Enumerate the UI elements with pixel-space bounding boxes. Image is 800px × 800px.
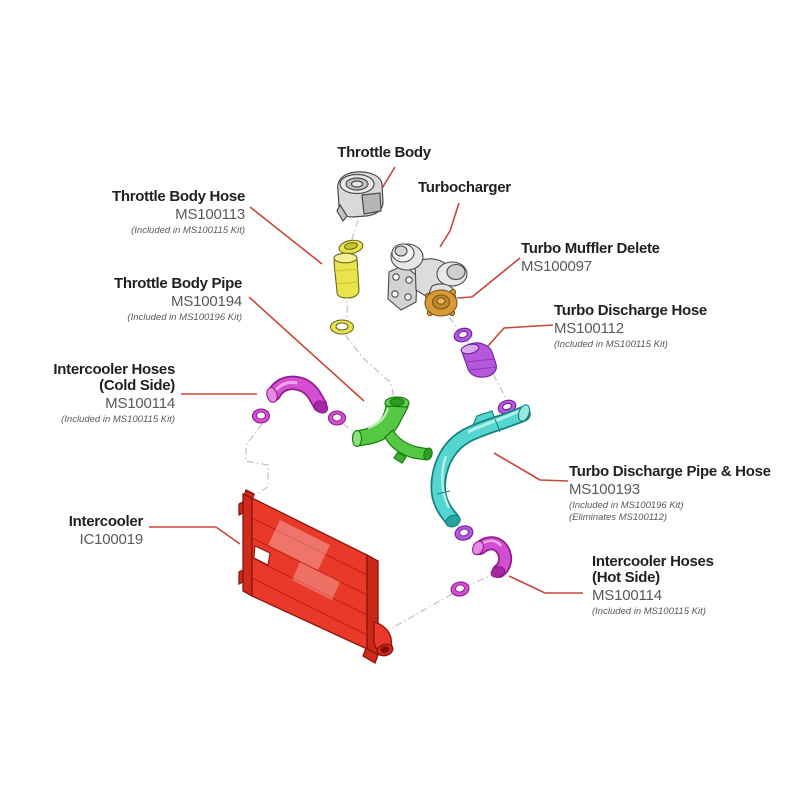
kit-note: (Included in MS100115 Kit)	[61, 413, 175, 425]
leader-turbo-discharge-hose	[487, 324, 554, 347]
turbo-discharge-hose-part	[453, 327, 498, 378]
leader-intercooler	[149, 526, 241, 545]
part-number: MS100114	[105, 395, 175, 413]
throttle-body-part	[336, 171, 384, 223]
kit-note: (Included in MS100115 Kit)	[131, 224, 245, 236]
leader-throttle-body	[380, 166, 396, 191]
label-title: Turbo Discharge Pipe & Hose	[569, 463, 771, 480]
label-throttle-body: Throttle Body	[296, 144, 472, 161]
label-title: Turbo Muffler Delete	[521, 240, 660, 257]
part-number: MS100113	[175, 206, 245, 224]
intercooler-hoses-hot-part	[450, 525, 513, 597]
label-throttle-body-pipe: Throttle Body Pipe MS100194 (Included in…	[114, 275, 242, 323]
turbo-discharge-pipe-part	[430, 404, 531, 528]
part-number: IC100019	[79, 531, 144, 549]
kit-note: (Included in MS100115 Kit)	[592, 605, 706, 617]
label-intercooler: Intercooler IC100019	[68, 513, 144, 549]
turbo-muffler-delete-part	[424, 288, 458, 317]
turbocharger-part	[387, 243, 468, 317]
label-turbo-muffler-delete: Turbo Muffler Delete MS100097	[521, 240, 660, 276]
label-intercooler-hoses-hot: Intercooler Hoses (Hot Side) MS100114 (I…	[592, 553, 714, 617]
label-throttle-body-hose: Throttle Body Hose MS100113 (Included in…	[112, 188, 245, 236]
label-title-line2: (Hot Side)	[592, 569, 660, 587]
label-intercooler-hoses-cold: Intercooler Hoses (Cold Side) MS100114 (…	[53, 361, 175, 425]
throttle-body-pipe-part	[351, 396, 433, 464]
kit-note-line2: (Eliminates MS100112)	[569, 511, 668, 523]
kit-note: (Included in MS100196 Kit)	[127, 311, 242, 323]
label-turbo-discharge-hose: Turbo Discharge Hose MS100112 (Included …	[554, 302, 707, 350]
label-turbocharger: Turbocharger	[418, 179, 511, 196]
label-title: Intercooler Hoses	[53, 361, 175, 378]
part-number: MS100112	[554, 320, 624, 338]
leader-lines	[149, 166, 583, 594]
label-title: Turbocharger	[418, 179, 511, 196]
label-title: Throttle Body Pipe	[114, 275, 242, 292]
label-title: Throttle Body	[337, 144, 431, 161]
leader-intercooler-hoses-hot	[508, 575, 583, 594]
leader-turbocharger	[439, 202, 460, 248]
part-number: MS100114	[592, 587, 662, 605]
part-number: MS100097	[521, 258, 592, 276]
label-title-line2: (Cold Side)	[99, 377, 175, 395]
kit-note: (Included in MS100196 Kit)	[569, 499, 684, 511]
leader-turbo-discharge-pipe-hose	[493, 452, 569, 482]
label-title: Throttle Body Hose	[112, 188, 245, 205]
leader-throttle-body-pipe	[248, 296, 365, 402]
label-title: Turbo Discharge Hose	[554, 302, 707, 319]
leader-turbo-muffler-delete	[456, 257, 521, 299]
intercooler-hoses-cold-part	[251, 375, 347, 426]
part-number: MS100193	[569, 481, 640, 499]
intercooler-part	[238, 489, 394, 664]
label-title: Intercooler Hoses	[592, 553, 714, 570]
part-number: MS100194	[171, 293, 242, 311]
label-title: Intercooler	[68, 513, 144, 530]
leader-throttle-body-hose	[249, 206, 323, 265]
throttle-body-hose-part	[329, 239, 364, 335]
kit-note: (Included in MS100115 Kit)	[554, 338, 668, 350]
label-turbo-discharge-pipe-hose: Turbo Discharge Pipe & Hose MS100193 (In…	[569, 463, 771, 523]
